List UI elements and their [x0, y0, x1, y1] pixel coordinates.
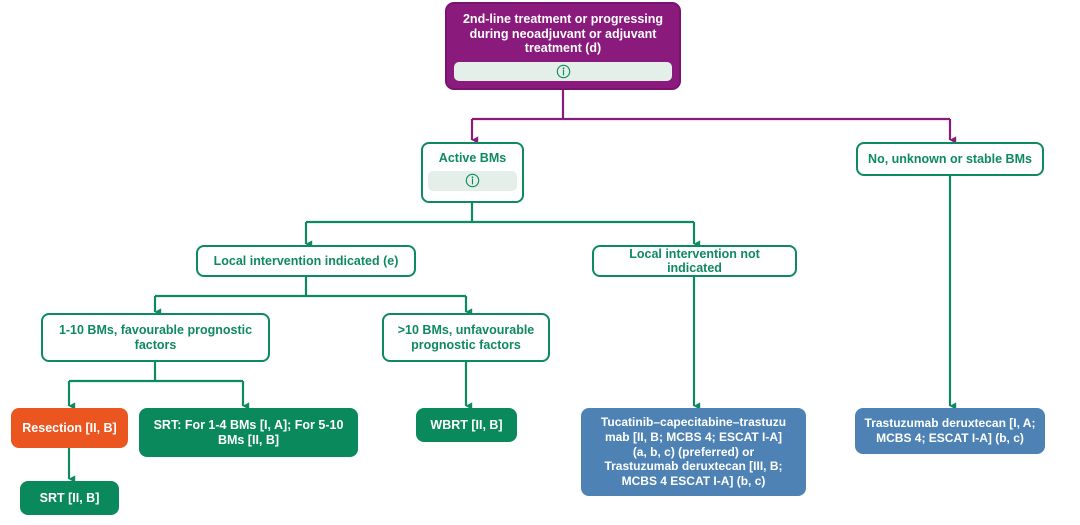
node-srt-after-resection-label: SRT [II, B] — [39, 490, 100, 505]
node-favourable-label: 1-10 BMs, favourable prognostic factors — [58, 323, 253, 352]
node-tucatinib-regimen-label: Tucatinib–capecitabine–trastuzu mab [II,… — [600, 415, 787, 488]
edge-local-indicated-split — [153, 277, 473, 316]
node-unfavourable-label: >10 BMs, unfavourable prognostic factors — [397, 323, 535, 352]
node-local-intervention-indicated[interactable]: Local intervention indicated (e) — [196, 245, 416, 277]
node-local-intervention-not-indicated-label: Local intervention not indicated — [629, 246, 760, 275]
node-header-2nd-line-treatment[interactable]: 2nd-line treatment or progressing during… — [445, 2, 681, 90]
node-unfavourable-prognostic-factors[interactable]: >10 BMs, unfavourable prognostic factors — [382, 313, 550, 362]
node-header-label: 2nd-line treatment or progressing during… — [462, 12, 664, 55]
info-strip-active-bms[interactable] — [428, 170, 517, 191]
node-srt-range-label: SRT: For 1-4 BMs [I, A]; For 5-10 BMs [I… — [153, 418, 344, 447]
info-strip-header[interactable] — [454, 61, 672, 81]
node-wbrt-label: WBRT [II, B] — [430, 417, 503, 432]
node-active-bms-label: Active BMs — [438, 151, 507, 165]
info-icon — [465, 173, 480, 188]
info-icon — [556, 64, 570, 78]
node-wbrt[interactable]: WBRT [II, B] — [416, 408, 517, 442]
node-no-unknown-stable-bms[interactable]: No, unknown or stable BMs — [856, 142, 1044, 176]
node-resection-label: Resection [II, B] — [22, 420, 117, 435]
node-active-bms[interactable]: Active BMs — [421, 142, 524, 203]
node-srt-after-resection[interactable]: SRT [II, B] — [20, 481, 119, 515]
node-favourable-prognostic-factors[interactable]: 1-10 BMs, favourable prognostic factors — [41, 313, 270, 362]
node-trastuzumab-deruxtecan-label: Trastuzumab deruxtecan [I, A; MCBS 4; ES… — [864, 416, 1036, 445]
node-resection[interactable]: Resection [II, B] — [11, 408, 128, 448]
node-no-unknown-stable-bms-label: No, unknown or stable BMs — [868, 151, 1032, 166]
edge-active-bms-split — [304, 203, 701, 248]
node-srt-range[interactable]: SRT: For 1-4 BMs [I, A]; For 5-10 BMs [I… — [139, 408, 358, 457]
node-local-intervention-not-indicated[interactable]: Local intervention not indicated — [592, 245, 797, 277]
node-local-intervention-indicated-label: Local intervention indicated (e) — [213, 253, 399, 268]
edge-favourable-split — [67, 362, 250, 410]
edge-header-split — [470, 90, 957, 144]
node-trastuzumab-deruxtecan[interactable]: Trastuzumab deruxtecan [I, A; MCBS 4; ES… — [855, 408, 1045, 454]
node-tucatinib-regimen[interactable]: Tucatinib–capecitabine–trastuzu mab [II,… — [581, 408, 806, 496]
